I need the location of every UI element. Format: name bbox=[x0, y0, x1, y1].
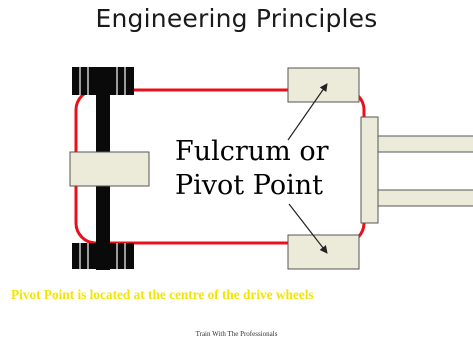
fork-blade-top bbox=[377, 135, 473, 153]
mast-plate bbox=[360, 116, 379, 224]
fulcrum-label-line2: Pivot Point bbox=[175, 170, 323, 201]
slide-title: Engineering Principles bbox=[95, 4, 378, 33]
axle-hub bbox=[69, 151, 150, 187]
drive-wheel-top bbox=[72, 67, 134, 95]
fork-blade-bottom bbox=[377, 189, 473, 207]
pivot-caption: Pivot Point is located at the centre of … bbox=[11, 287, 314, 302]
footer-tagline: Train With The Professionals bbox=[195, 330, 278, 338]
load-wheel-bottom bbox=[287, 234, 360, 270]
fulcrum-label-line1: Fulcrum or bbox=[175, 136, 329, 167]
drive-wheel-bottom bbox=[72, 243, 134, 269]
arrow-to-bottom-wheel bbox=[288, 203, 328, 254]
arrow-to-top-wheel bbox=[287, 83, 328, 141]
load-wheel-top bbox=[287, 67, 360, 103]
